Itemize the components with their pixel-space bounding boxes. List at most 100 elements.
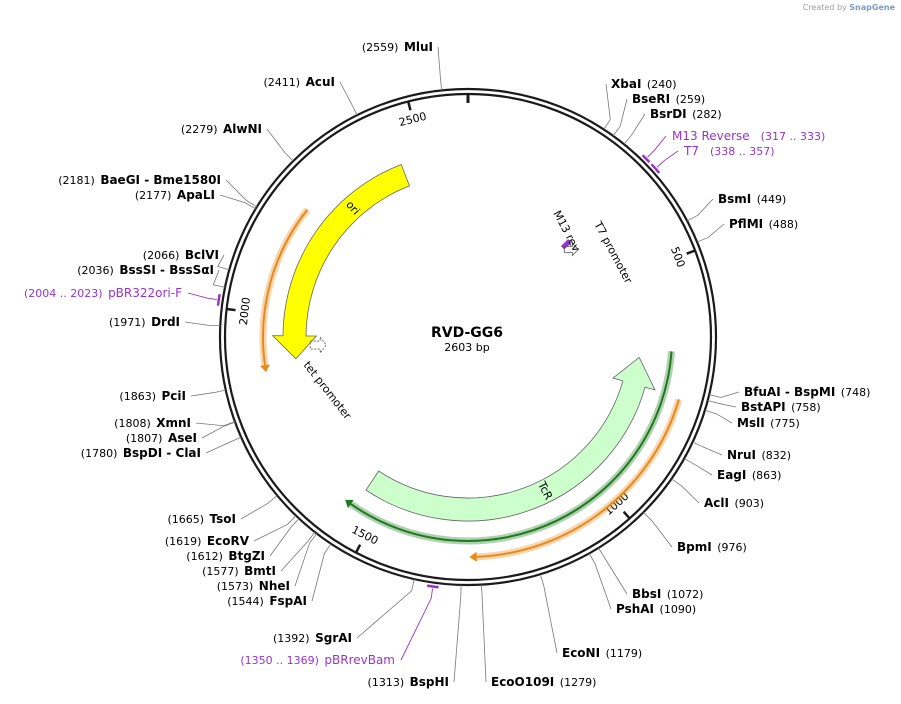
site-label: BpmI (976): [677, 540, 747, 554]
site-apali[interactable]: (2177) ApaLI: [135, 188, 256, 210]
site-position: (1279): [560, 676, 597, 689]
site-label: (1577) BmtI: [202, 564, 276, 578]
site-drdi[interactable]: (1971) DrdI: [109, 315, 221, 329]
site-eagi[interactable]: EagI (863): [683, 458, 781, 482]
site-name: NheI: [259, 579, 290, 593]
tick-500: [686, 249, 696, 255]
site-bseri[interactable]: BseRI (259): [612, 92, 706, 137]
site-name: ApaLI: [177, 188, 215, 202]
primer-range: (2004 .. 2023): [24, 287, 103, 300]
site-pflmi[interactable]: PflMI (488): [696, 217, 799, 243]
site-acui[interactable]: (2411) AcuI: [264, 75, 358, 116]
site-name: BclVI: [185, 248, 219, 262]
site-btgzi[interactable]: (1612) BtgZI: [186, 518, 300, 563]
site-nrui[interactable]: NruI (832): [692, 441, 791, 462]
primer-pbr322ori-f[interactable]: (2004 .. 2023) pBR322ori-F: [24, 286, 221, 306]
site-name: EagI: [717, 468, 746, 482]
primer-range: (1350 .. 1369): [240, 654, 319, 667]
site-fspai[interactable]: (1544) FspAI: [227, 543, 332, 608]
primer-range: (338 .. 357): [710, 145, 775, 158]
primer-m13-reverse[interactable]: M13 Reverse (317 .. 333): [641, 129, 826, 163]
site-name: BpmI: [677, 540, 712, 554]
site-leader-line: [709, 391, 740, 398]
primer-pbrrevbam[interactable]: (1350 .. 1369) pBRrevBam: [240, 584, 439, 667]
site-leader-line: [671, 478, 700, 504]
site-name: EcoRV: [207, 534, 250, 548]
site-bbsi[interactable]: BbsI (1072): [598, 547, 704, 601]
site-position: (1392): [273, 632, 310, 645]
primer-name: pBRrevBam: [324, 653, 395, 667]
site-pcii[interactable]: (1863) PciI: [119, 389, 226, 403]
site-label: PshAI (1090): [616, 602, 696, 616]
site-nhei[interactable]: (1573) NheI: [217, 533, 318, 593]
site-bsmi[interactable]: BsmI (449): [686, 192, 786, 222]
site-bstapi[interactable]: BstAPI (758): [707, 400, 821, 414]
site-ecoo109i[interactable]: EcoO109I (1279): [481, 584, 597, 689]
site-ecorv[interactable]: (1619) EcoRV: [165, 515, 297, 548]
site-sgrai[interactable]: (1392) SgrAI: [273, 579, 415, 645]
site-leader-line: [266, 128, 294, 162]
site-label: (1544) FspAI: [227, 594, 307, 608]
primer-label: T7 (338 .. 357): [683, 144, 775, 158]
site-leader-line: [311, 543, 332, 602]
site-leader-line: [212, 269, 226, 288]
site-tsoi[interactable]: (1665) TsoI: [167, 495, 278, 526]
site-econi[interactable]: EcoNI (1179): [539, 574, 642, 660]
site-acli[interactable]: AclI (903): [671, 478, 764, 510]
site-position: (259): [676, 93, 706, 106]
site-name: DrdI: [151, 315, 180, 329]
site-label: BsmI (449): [718, 192, 786, 206]
site-alwni[interactable]: (2279) AlwNI: [181, 122, 294, 162]
primer-label: (1350 .. 1369) pBRrevBam: [240, 653, 395, 667]
site-mlui[interactable]: (2559) MluI: [362, 40, 443, 91]
site-xbai[interactable]: XbaI (240): [603, 77, 677, 130]
site-name: BsrDI: [650, 107, 687, 121]
site-position: (1313): [368, 676, 405, 689]
site-name: FspAI: [269, 594, 307, 608]
site-position: (1573): [217, 580, 254, 593]
site-bfuai-bspmi[interactable]: BfuAI - BspMI (748): [709, 385, 870, 399]
site-name: SgrAI: [315, 631, 352, 645]
site-name: BspHI: [410, 675, 449, 689]
site-position: (2036): [77, 264, 114, 277]
site-bsssi-bsss-i[interactable]: (2036) BssSI - BssSαI: [77, 263, 226, 288]
site-bmti[interactable]: (1577) BmtI: [202, 531, 316, 578]
primer-t7[interactable]: T7 (338 .. 357): [650, 144, 775, 174]
site-name: MluI: [404, 40, 433, 54]
tet-promoter-label: tet promoter: [301, 359, 355, 422]
site-pshai[interactable]: PshAI (1090): [588, 553, 696, 616]
site-position: (903): [734, 497, 764, 510]
site-xmni[interactable]: (1808) XmnI: [114, 416, 236, 430]
site-baegi-bme1580i[interactable]: (2181) BaeGI - Bme1580I: [58, 173, 258, 208]
site-position: (2177): [135, 189, 172, 202]
primer-label: M13 Reverse (317 .. 333): [672, 129, 825, 143]
restriction-sites: (2559) MluI (2411) AcuI (2279) AlwNI (2181)…: [58, 40, 870, 689]
site-position: (1807): [126, 432, 163, 445]
site-asei[interactable]: (1807) AseI: [126, 421, 236, 445]
site-leader-line: [195, 421, 236, 427]
site-bsphi[interactable]: (1313) BspHI: [368, 584, 462, 689]
primer-bar: [426, 584, 439, 589]
tick-2000: [226, 307, 236, 312]
site-position: (1863): [119, 390, 156, 403]
site-name: BtgZI: [228, 549, 265, 563]
site-label: (2559) MluI: [362, 40, 433, 54]
site-name: BaeGI - Bme1580I: [100, 173, 221, 187]
site-position: (1072): [667, 588, 704, 601]
site-name: BseRI: [632, 92, 670, 106]
site-bpmi[interactable]: BpmI (976): [643, 512, 747, 554]
site-position: (2181): [58, 174, 95, 187]
site-leader-line: [612, 98, 628, 137]
site-position: (775): [770, 417, 800, 430]
site-bclvi[interactable]: (2066) BclVI: [143, 248, 230, 271]
site-bspdi-clai[interactable]: (1780) BspDI - ClaI: [81, 436, 242, 460]
site-position: (488): [769, 218, 799, 231]
site-leader-line: [294, 533, 318, 587]
site-bsrdi[interactable]: BsrDI (282): [623, 107, 722, 145]
watermark-brand: SnapGene: [849, 3, 895, 12]
site-msli[interactable]: MslI (775): [704, 409, 800, 430]
site-label: (2411) AcuI: [264, 75, 336, 89]
t7-promoter-label: T7 promoter: [591, 218, 635, 286]
green-band: [345, 351, 675, 545]
